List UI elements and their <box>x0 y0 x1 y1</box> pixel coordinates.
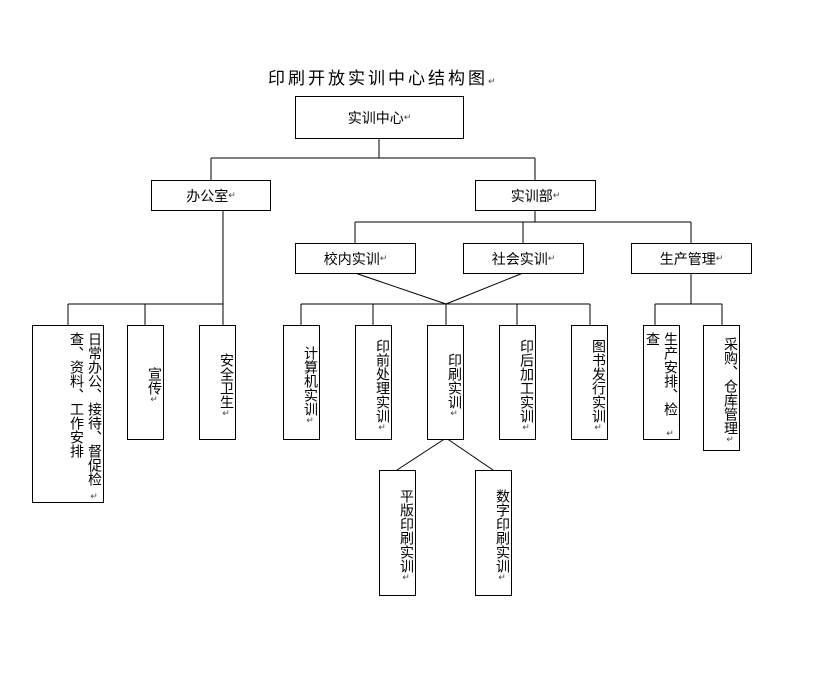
node-prepress-training: 印前处理实训↵ <box>355 325 392 440</box>
node-printing-training: 印刷实训↵ <box>427 325 464 440</box>
node-training-dept: 实训部↵ <box>475 180 596 211</box>
node-office: 办公室↵ <box>151 180 271 211</box>
node-on-campus-training: 校内实训↵ <box>295 243 416 274</box>
node-computer-training: 计算机实训↵ <box>283 325 320 440</box>
node-offset-printing-training: 平版印刷实训↵ <box>379 470 416 596</box>
node-digital-printing-training: 数字印刷实训↵ <box>475 470 512 596</box>
node-postpress-training: 印后加工实训↵ <box>499 325 536 440</box>
node-purchase-storage: 采购、仓库管理↵ <box>703 325 740 451</box>
node-social-training: 社会实训↵ <box>463 243 584 274</box>
node-production-management: 生产管理↵ <box>631 243 752 274</box>
node-daily-admin: 日常办公、接待、督促检查、资料、工作安排↵ <box>32 325 104 503</box>
node-production-schedule: 生产安排、检查↵ <box>643 325 680 440</box>
node-training-center: 实训中心↵ <box>295 96 464 139</box>
diagram-title: 印刷开放实训中心结构图↵ <box>268 69 499 89</box>
node-safety-hygiene: 安全卫生↵ <box>199 325 236 440</box>
node-book-distribution-training: 图书发行实训↵ <box>571 325 608 440</box>
node-publicity: 宣传↵ <box>127 325 164 440</box>
